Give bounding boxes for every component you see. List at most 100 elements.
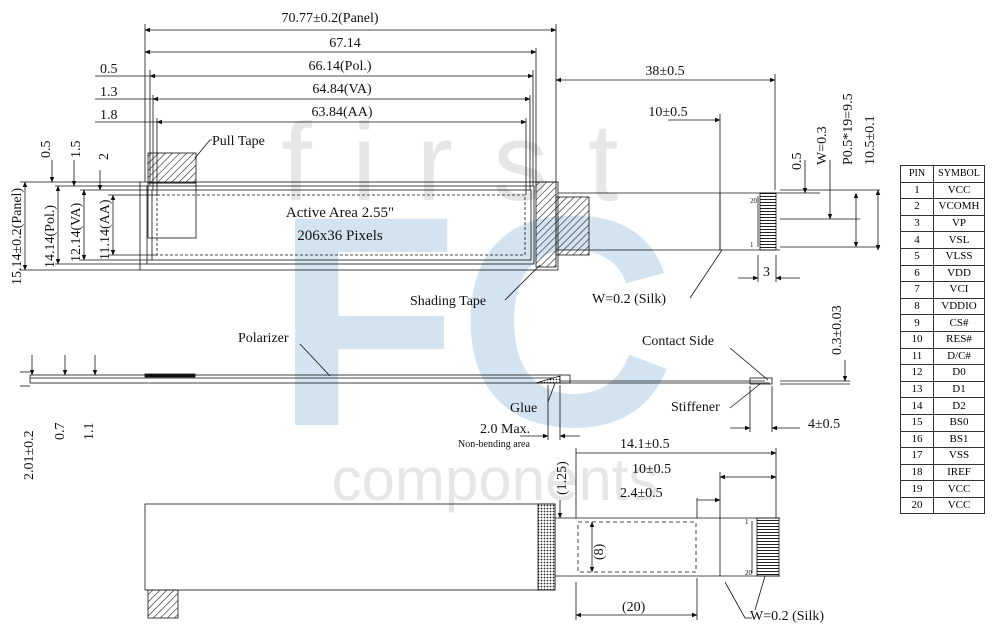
pin-number: 3 xyxy=(900,214,934,233)
dim-stiff-len: 4±0.5 xyxy=(808,417,840,432)
pin-number: 13 xyxy=(900,380,934,399)
pin-1-bottom: 1 xyxy=(745,518,749,526)
side-glass xyxy=(29,374,571,384)
pin-number: 8 xyxy=(900,297,934,316)
label-active-area: Active Area 2.55" xyxy=(286,205,394,221)
pin-symbol: D2 xyxy=(933,397,985,415)
pin-number: 5 xyxy=(900,247,934,266)
label-pixels: 206x36 Pixels xyxy=(297,228,383,244)
dim-v15: 1.5 xyxy=(69,141,84,159)
stiffener xyxy=(749,377,773,385)
pin-number: 12 xyxy=(900,364,934,382)
pin-symbol: VDD xyxy=(933,264,985,283)
pin-number: 18 xyxy=(900,463,934,482)
pin-number: 9 xyxy=(900,314,934,332)
glue xyxy=(535,375,561,384)
label-silk-top: W=0.2 (Silk) xyxy=(592,292,666,307)
pin-number: 4 xyxy=(900,231,934,249)
label-stiffener: Stiffener xyxy=(671,400,720,415)
bottom-pull-tape xyxy=(147,589,179,619)
dim-fpc-width: 10±0.5 xyxy=(648,105,687,120)
pin-symbol: D/C# xyxy=(933,347,985,366)
pin-number: 2 xyxy=(900,198,934,216)
dim-20: (20) xyxy=(622,600,646,615)
symbol-header: SYMBOL xyxy=(933,165,985,183)
va-outline xyxy=(151,189,532,261)
dim-10: 10±0.5 xyxy=(632,462,671,477)
label-contact-side: Contact Side xyxy=(642,334,714,349)
dim-aa-height: 11.14(AA) xyxy=(98,199,113,260)
pin-1-top: 1 xyxy=(750,241,754,249)
label-shading-tape: Shading Tape xyxy=(410,294,486,309)
dim-v05: 0.5 xyxy=(39,141,54,159)
dim-67: 67.14 xyxy=(329,36,361,51)
pin-number: 11 xyxy=(900,347,934,366)
pin-symbol: VCI xyxy=(933,281,985,299)
label-silk-bottom: W=0.2 (Silk) xyxy=(750,609,824,624)
pin-symbol: CS# xyxy=(933,314,985,332)
dim-v2: 2 xyxy=(97,153,112,160)
dim-thickness: 2.01±0.2 xyxy=(22,430,37,480)
dim-offset-13: 1.3 xyxy=(100,85,118,100)
dim-pin-05: 0.5 xyxy=(790,153,805,171)
dim-141: 14.1±0.5 xyxy=(620,437,670,452)
pull-tape-lower xyxy=(147,182,197,239)
dim-panel-height: 15.14±0.2(Panel) xyxy=(10,188,25,285)
dim-8: (8) xyxy=(592,543,607,560)
polarizer-outline xyxy=(146,185,535,265)
pin-header: PIN xyxy=(900,165,934,183)
side-pull-tape xyxy=(144,373,196,378)
pin-number: 16 xyxy=(900,430,934,449)
pin-symbol: IREF xyxy=(933,463,985,482)
label-glue: Glue xyxy=(510,401,537,416)
dim-w3: 3 xyxy=(763,265,770,280)
dim-24: 2.4±0.5 xyxy=(620,486,663,501)
pin-symbol: VCC xyxy=(933,480,985,498)
dim-t11: 1.1 xyxy=(82,423,97,441)
pin-symbol: VCOMH xyxy=(933,198,985,216)
dim-t03: 0.3±0.03 xyxy=(830,305,845,355)
watermark-components: components xyxy=(332,446,659,513)
pin-symbol: D1 xyxy=(933,380,985,399)
pin-symbol: VLSS xyxy=(933,247,985,266)
pin-symbol: VCC xyxy=(933,496,985,515)
dim-aa-width: 63.84(AA) xyxy=(311,105,372,120)
fpc-pins-bottom xyxy=(756,517,780,577)
stiffener-area xyxy=(577,521,697,573)
pin-symbol: VDDIO xyxy=(933,297,985,316)
pin-symbol: VSL xyxy=(933,231,985,249)
label-non-bending: Non-bending area xyxy=(458,439,530,450)
dim-height-105: 10.5±0.1 xyxy=(863,115,878,165)
label-polarizer: Polarizer xyxy=(238,331,289,346)
pin-20-top: 20 xyxy=(750,197,758,205)
pin-number: 19 xyxy=(900,480,934,498)
dim-w03: W=0.3 xyxy=(815,126,830,165)
label-pull-tape: Pull Tape xyxy=(212,134,265,149)
pin-20-bottom: 20 xyxy=(745,569,753,577)
pin-symbol: D0 xyxy=(933,364,985,382)
label-max: 2.0 Max. xyxy=(480,422,530,437)
pin-symbol: RES# xyxy=(933,330,985,349)
pin-number: 15 xyxy=(900,413,934,432)
pin-symbol: VP xyxy=(933,214,985,233)
dim-panel-width: 70.77±0.2(Panel) xyxy=(281,11,378,26)
dim-pitch: P0.5*19=9.5 xyxy=(841,93,856,165)
dim-t07: 0.7 xyxy=(53,423,68,441)
pin-number: 7 xyxy=(900,281,934,299)
